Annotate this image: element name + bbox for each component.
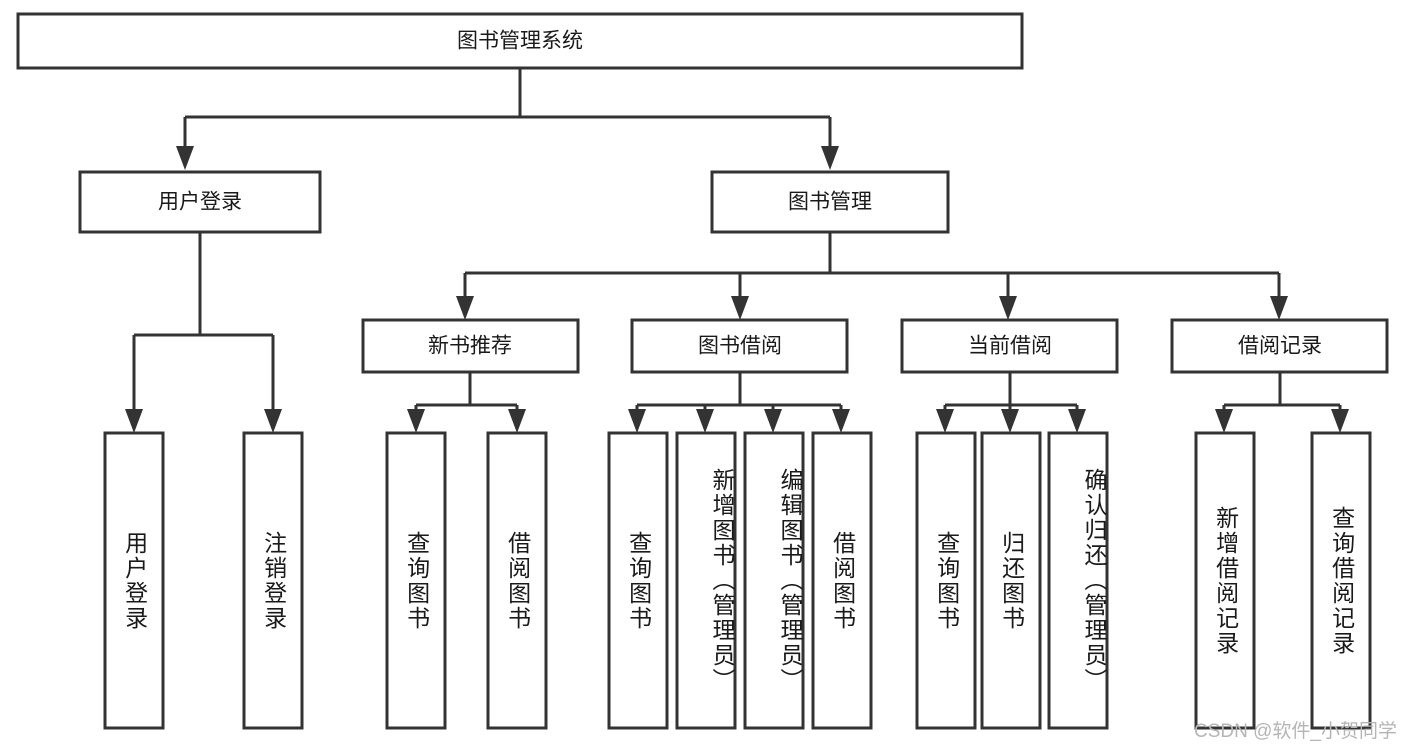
borrow-record-label: 借阅记录 [1238,335,1322,358]
book-borrow-box[interactable] [630,318,849,374]
arrow-head-book-borrow [731,296,749,320]
node-borrow-record[interactable]: 借阅记录 [1170,318,1389,374]
leaf-box-borrow-book-1[interactable] [486,431,548,730]
arrow-head-current-borrow [999,296,1017,320]
arrow-head-leaf-query-book-2 [628,409,646,433]
node-new-book-recommend[interactable]: 新书推荐 [361,318,580,374]
book-management-box[interactable] [710,170,950,234]
user-login-label: 用户登录 [158,191,242,214]
borrow-record-box[interactable] [1170,318,1389,374]
leaf-box-edit-book-admin[interactable] [743,431,805,730]
new-book-recommend-box[interactable] [361,318,580,374]
leaf-box-borrow-book-2[interactable] [811,431,873,730]
arrow-head-leaf-edit-book-admin [764,409,782,433]
arrow-head-leaf-add-book-admin [696,409,714,433]
arrow-head-leaf-add-borrow-record [1215,409,1233,433]
leaf-box-query-borrow-record[interactable] [1310,431,1372,730]
csdn-watermark: CSDN @软件_小贺同学 [1194,721,1397,742]
leaf-box-confirm-return-admin[interactable] [1047,431,1109,730]
title-label: 图书管理系统 [457,30,583,53]
leaf-box-user-login[interactable] [103,431,165,730]
leaf-box-add-book-admin[interactable] [675,431,737,730]
leaf-box-query-book-1[interactable] [385,431,447,730]
arrow-head-leaf-borrow-book-1 [508,409,526,433]
book-management-label: 图书管理 [788,191,872,214]
book-borrow-label: 图书借阅 [698,335,782,358]
arrow-head-new-book-recommend [456,296,474,320]
node-current-borrow[interactable]: 当前借阅 [900,318,1119,374]
node-title[interactable]: 图书管理系统 [16,12,1024,70]
new-book-recommend-label: 新书推荐 [428,335,512,358]
arrow-head-leaf-query-book-1 [407,409,425,433]
leaf-box-query-book-3[interactable] [915,431,977,730]
arrow-head-leaf-confirm-return-admin [1068,409,1086,433]
node-book-management[interactable]: 图书管理 [710,170,950,234]
current-borrow-label: 当前借阅 [968,335,1052,358]
arrow-head-leaf-query-book-3 [936,409,954,433]
node-book-borrow[interactable]: 图书借阅 [630,318,849,374]
arrow-head-leaf-return-book [1001,409,1019,433]
leaf-box-return-book[interactable] [980,431,1042,730]
arrow-head-user-login [176,146,194,170]
arrow-head-leaf-logout-login [264,409,282,433]
arrow-head-leaf-query-borrow-record [1331,409,1349,433]
current-borrow-box[interactable] [900,318,1119,374]
title-box[interactable] [16,12,1024,70]
leaf-box-query-book-2[interactable] [607,431,669,730]
leaf-box-logout-login[interactable] [242,431,304,730]
arrow-head-leaf-borrow-book-2 [832,409,850,433]
arrow-head-borrow-record [1270,296,1288,320]
leaf-box-add-borrow-record[interactable] [1194,431,1256,730]
arrow-head-book-management [821,146,839,170]
arrow-head-leaf-user-login [125,409,143,433]
node-user-login[interactable]: 用户登录 [78,170,322,234]
